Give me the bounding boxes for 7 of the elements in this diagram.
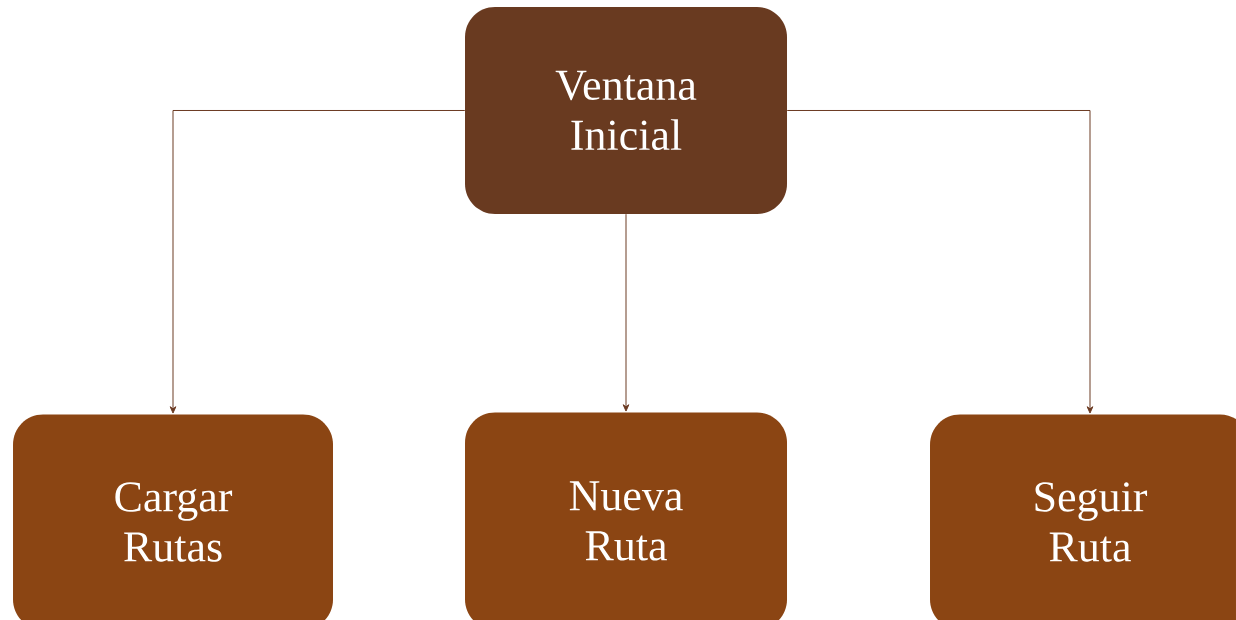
arrow	[622, 213, 630, 412]
process-box: Cargar Rutas	[13, 414, 333, 620]
arrow	[169, 110, 466, 414]
process-box: Nueva Ruta	[465, 412, 787, 620]
process-box: Ventana Inicial	[465, 7, 787, 214]
arrow	[786, 110, 1094, 414]
process-box: Seguir Ruta	[930, 414, 1236, 620]
